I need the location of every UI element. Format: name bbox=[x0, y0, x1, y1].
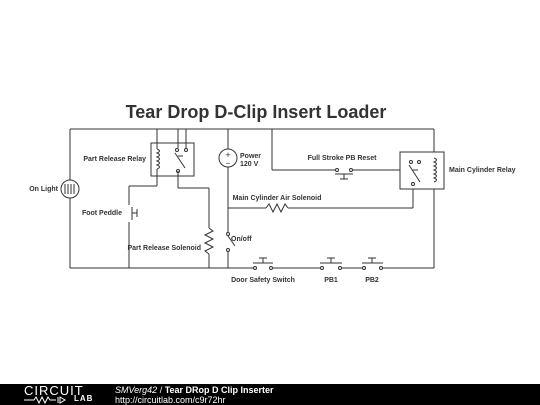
footer-url-link[interactable]: http://circuitlab.com/c9r72hr bbox=[115, 395, 226, 405]
on-off-label: On/off bbox=[231, 236, 252, 243]
foot-peddle-label: Foot Peddle bbox=[82, 210, 122, 217]
footer-user-link[interactable]: SMVerg42 bbox=[115, 385, 158, 395]
on-off-switch-icon bbox=[226, 232, 236, 268]
logo-text-lab: LAB bbox=[74, 394, 94, 403]
pb2-label: PB2 bbox=[365, 277, 379, 284]
full-stroke-pb-reset-icon bbox=[335, 168, 353, 180]
power-minus-sign: − bbox=[226, 159, 231, 168]
main-cylinder-relay-icon bbox=[399, 151, 445, 190]
door-safety-switch-icon bbox=[253, 257, 273, 270]
foot-peddle-switch-icon bbox=[127, 205, 138, 222]
pb1-switch-icon bbox=[320, 257, 342, 270]
footer-title-line: SMVerg42 / Tear DRop D Clip Inserter bbox=[115, 385, 274, 395]
door-safety-switch-label: Door Safety Switch bbox=[231, 277, 295, 284]
part-release-solenoid-label: Part Release Solenoid bbox=[127, 245, 201, 252]
full-stroke-pb-reset-label: Full Stroke PB Reset bbox=[308, 155, 378, 162]
diagram-title: Tear Drop D-Clip Insert Loader bbox=[126, 102, 387, 122]
part-release-solenoid-icon bbox=[203, 227, 215, 255]
main-cylinder-air-solenoid-label: Main Cylinder Air Solenoid bbox=[233, 195, 322, 202]
part-release-relay-label: Part Release Relay bbox=[83, 156, 146, 163]
logo-resistor-icon bbox=[24, 395, 66, 405]
on-light-label: On Light bbox=[29, 186, 58, 193]
power-plus-sign: + bbox=[225, 150, 230, 160]
power-voltage-label: 120 V bbox=[240, 161, 259, 168]
power-label: Power bbox=[240, 153, 261, 160]
main-cylinder-relay-label: Main Cylinder Relay bbox=[449, 167, 516, 174]
circuitlab-logo[interactable]: CIRCUIT LAB bbox=[24, 384, 104, 405]
main-cylinder-air-solenoid-icon bbox=[265, 202, 289, 214]
footer-separator: / bbox=[157, 385, 165, 395]
pb2-switch-icon bbox=[362, 257, 383, 270]
power-source-icon bbox=[218, 129, 238, 232]
on-light-lamp-icon bbox=[60, 179, 80, 199]
footer-bar: CIRCUIT LAB SMVerg42 / Tear DRop D Clip … bbox=[0, 384, 540, 405]
logo-text-circuit: CIRCUIT bbox=[24, 383, 84, 398]
pb1-label: PB1 bbox=[324, 277, 338, 284]
footer-circuit-title[interactable]: Tear DRop D Clip Inserter bbox=[164, 385, 274, 395]
